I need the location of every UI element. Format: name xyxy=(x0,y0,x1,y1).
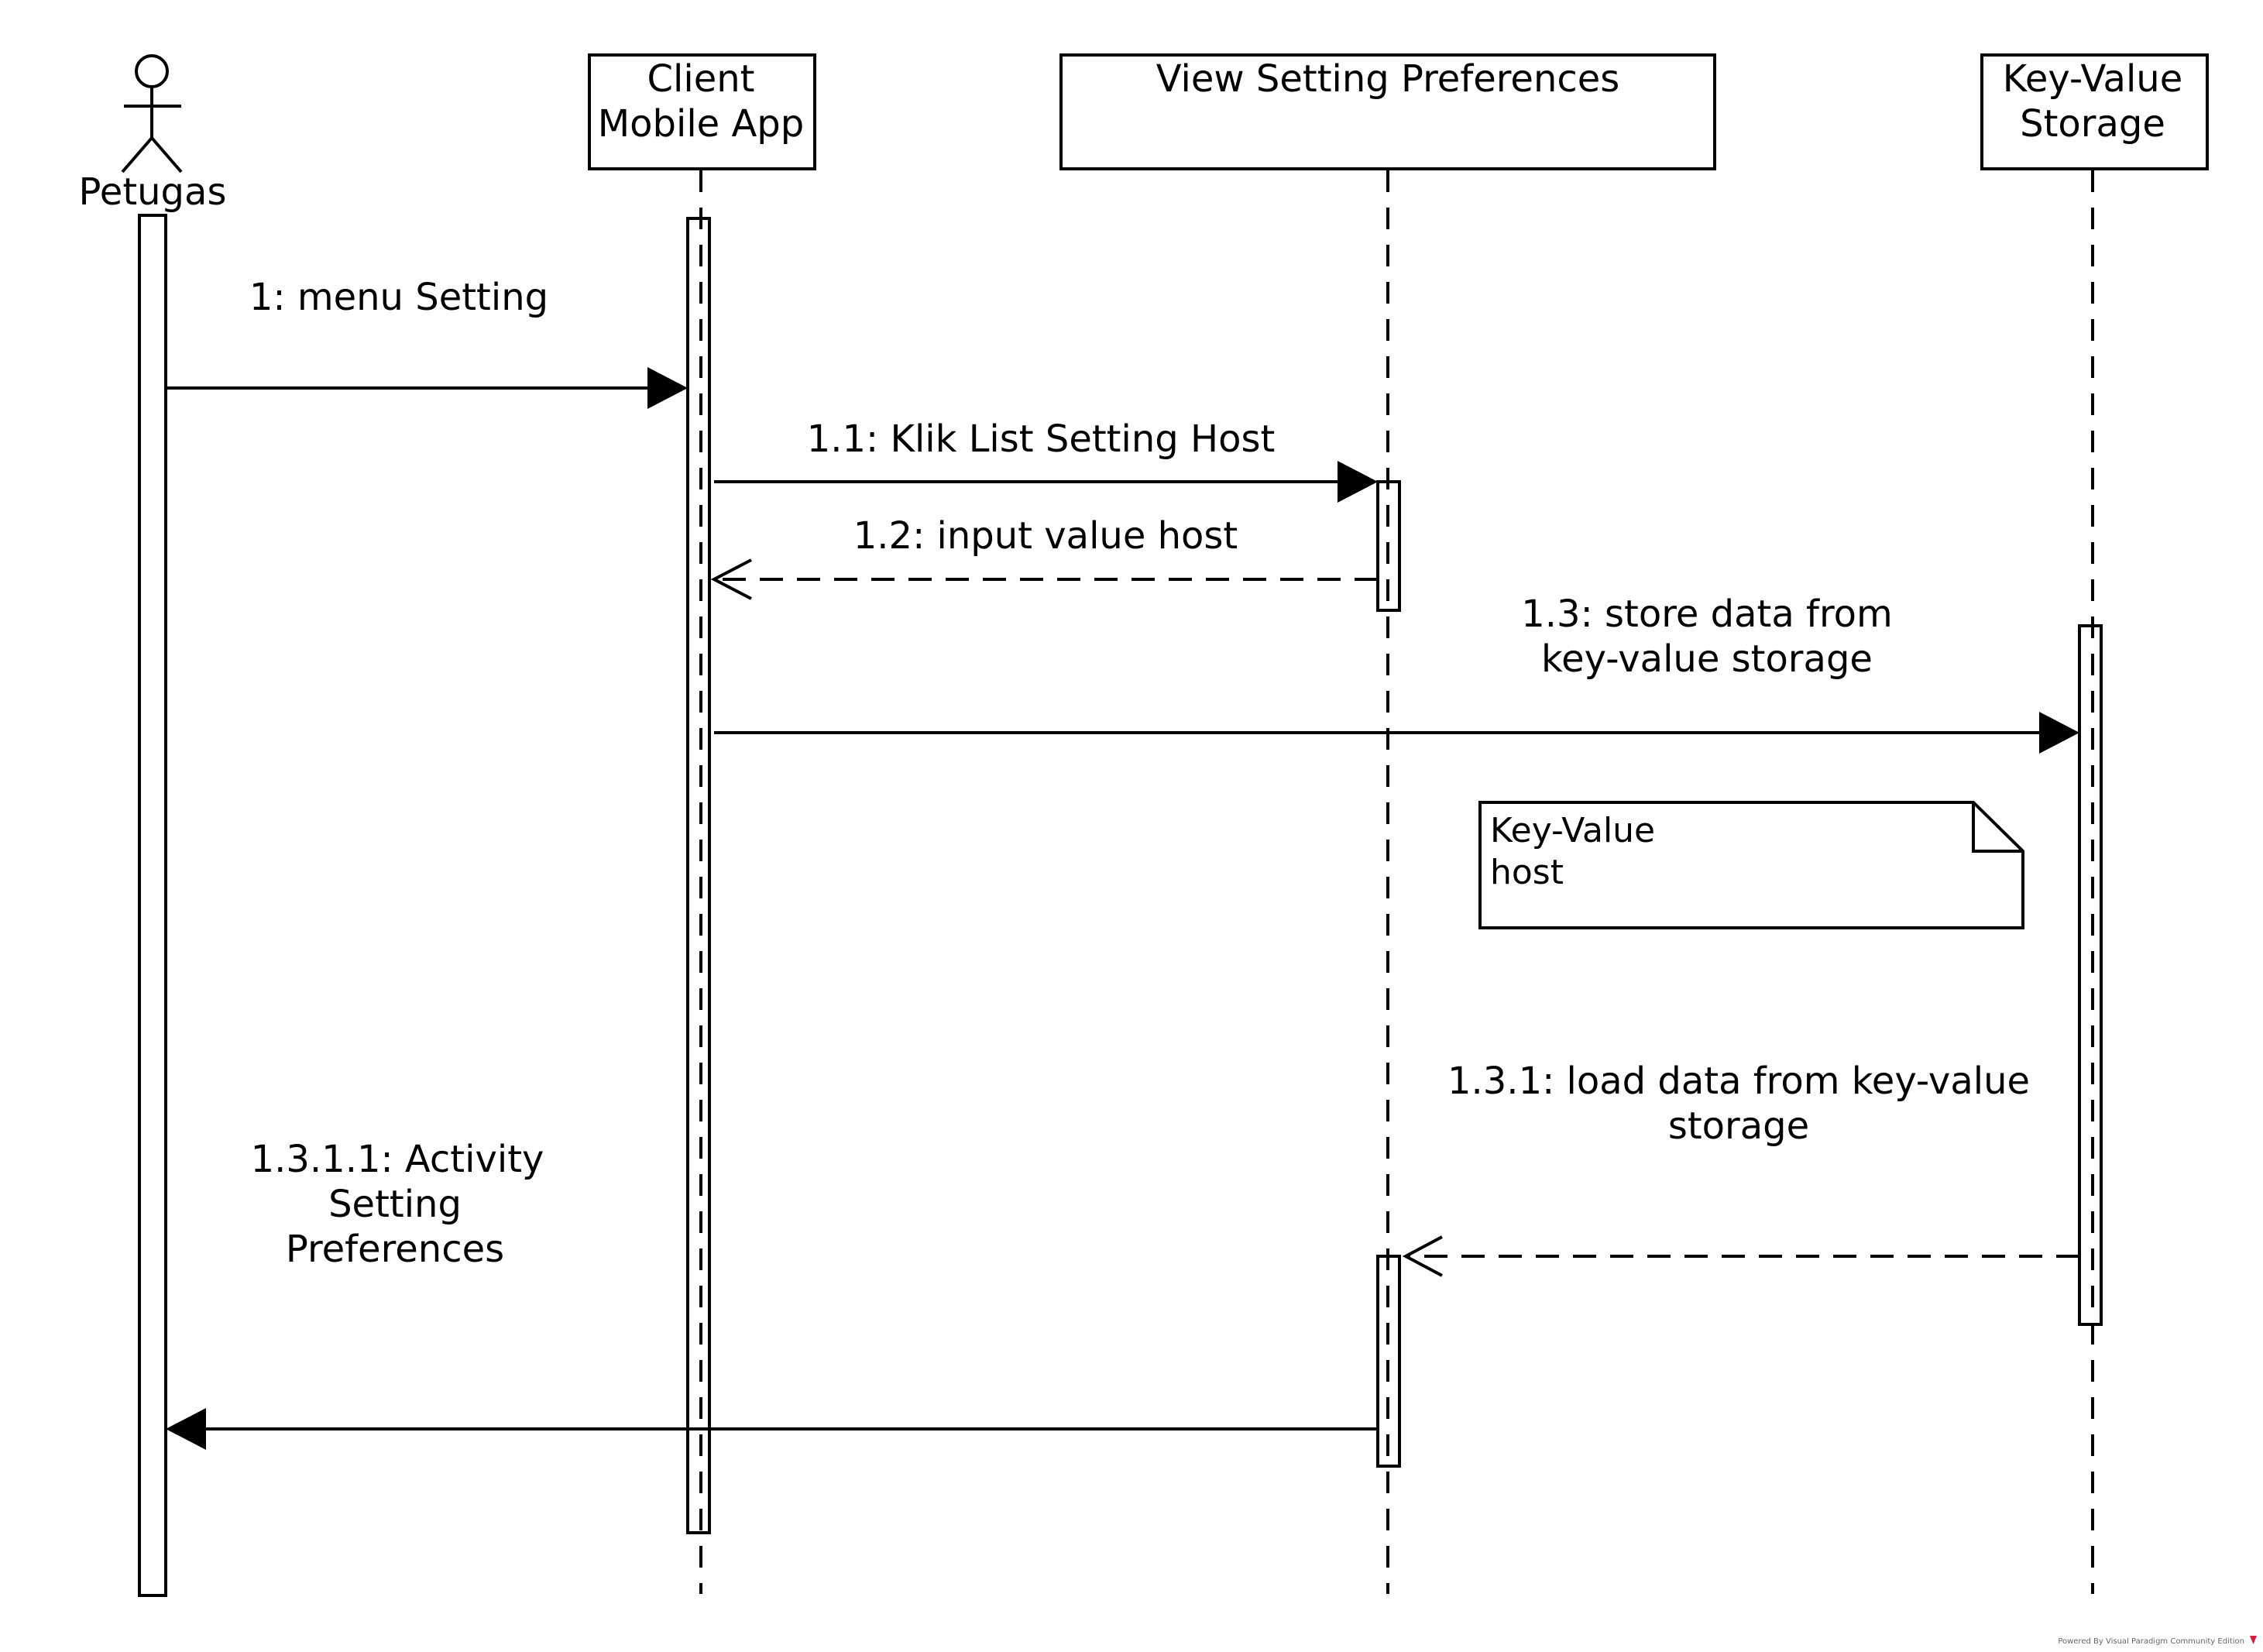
participant-view-label: View Setting Preferences xyxy=(1156,57,1620,101)
participant-storage-box xyxy=(1980,53,2209,170)
activation-storage xyxy=(2078,624,2103,1326)
message-1-3-label: 1.3: store data from xyxy=(1521,592,1893,636)
message-1-3-arrowhead xyxy=(2039,712,2079,754)
note-box xyxy=(1478,801,2024,929)
activation-actor xyxy=(138,214,167,1597)
message-1-3-1-arrowhead xyxy=(1402,1235,1443,1277)
message-1-3-1-1-label: Preferences xyxy=(286,1228,504,1271)
actor-petugas xyxy=(121,54,183,173)
actor-leg-left xyxy=(121,136,153,173)
message-1-1-label: 1.1: Klik List Setting Host xyxy=(807,417,1276,461)
participant-storage-label: Key-Value xyxy=(2003,57,2183,101)
activation-view-1 xyxy=(1376,480,1401,612)
actor-leg-right xyxy=(150,136,183,173)
activation-view-2 xyxy=(1376,1255,1401,1468)
participant-client-label: Client xyxy=(647,57,755,101)
note-text: Key-Value xyxy=(1490,811,1655,850)
message-1-2-arrowhead xyxy=(710,558,752,600)
message-1-3-1-1-arrowhead xyxy=(166,1408,206,1450)
activation-client xyxy=(686,217,711,1534)
message-1-arrowhead xyxy=(647,367,688,409)
footer-watermark-text: Powered By Visual Paradigm Community Edi… xyxy=(2058,1637,2244,1646)
message-1-3-1-1-label: Setting xyxy=(328,1183,462,1226)
message-1-1-arrowhead xyxy=(1338,461,1378,503)
note-fold xyxy=(1972,802,2023,853)
message-1-3-1-label: 1.3.1: load data from key-value xyxy=(1447,1060,2030,1103)
message-1-2-label: 1.2: input value host xyxy=(853,514,1238,558)
message-1-3-1-label: storage xyxy=(1668,1104,1809,1148)
actor-head xyxy=(135,54,169,88)
participant-client-box xyxy=(588,53,816,170)
message-1-3-label: key-value storage xyxy=(1541,637,1873,681)
participant-storage-label: Storage xyxy=(2020,102,2165,146)
message-1-label: 1: menu Setting xyxy=(249,276,548,319)
message-1-3-1-1-label: 1.3.1.1: Activity xyxy=(251,1138,544,1181)
participant-view-box xyxy=(1059,53,1716,170)
participant-client-label: Mobile App xyxy=(598,102,804,146)
visual-paradigm-logo-icon xyxy=(2250,1636,2257,1644)
note-text: host xyxy=(1490,853,1564,892)
actor-name: Petugas xyxy=(79,170,227,214)
